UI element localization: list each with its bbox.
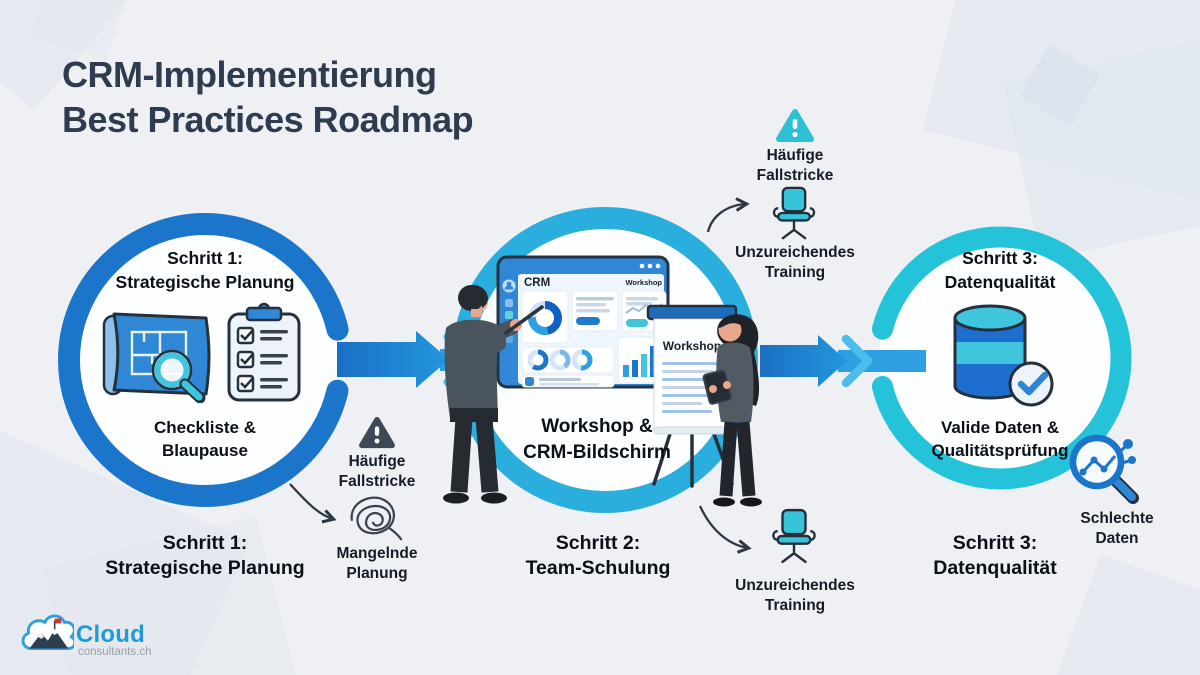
tangle-icon <box>350 496 403 541</box>
step3-label: Schritt 3: Datenqualität <box>933 532 1057 579</box>
cloud-mountain-logo-icon <box>21 614 74 650</box>
warning-triangle-icon <box>776 109 814 142</box>
arrow-to-tangle <box>289 483 333 519</box>
checklist-clipboard-icon <box>227 302 301 402</box>
flow-arrow-2 <box>760 335 847 387</box>
pitfall-training-bottom-caption: Unzureichendes Training <box>735 577 855 614</box>
flow-band-2 <box>838 350 926 372</box>
flow-arrow-1 <box>337 331 449 388</box>
arrow-to-chair-bottom <box>698 505 748 548</box>
magnifier-data-icon <box>1069 434 1139 504</box>
logo-brand: Cloud <box>76 621 145 648</box>
chair-icon <box>772 186 816 240</box>
pitfall-training-top-title: Häufige Fallstricke <box>756 147 834 184</box>
pitfall-bad-data-caption: Schlechte Daten <box>1080 510 1154 547</box>
logo-domain: consultants.ch <box>78 646 152 658</box>
step1-circle-heading: Schritt 1: Strategische Planung <box>115 248 295 292</box>
pitfall-planning-title: Häufige Fallstricke <box>338 453 416 490</box>
step2-label: Schritt 2: Team-Schulung <box>525 532 671 579</box>
pitfall-planning-caption: Mangelnde Planung <box>336 545 418 582</box>
step3-circle-heading: Schritt 3: Datenqualität <box>944 248 1056 292</box>
pitfall-training-top-caption: Unzureichendes Training <box>735 244 855 281</box>
step1-label: Schritt 1: Strategische Planung <box>105 532 305 579</box>
database-check-icon <box>953 304 1054 407</box>
trainee-woman <box>702 314 762 507</box>
flipchart-title: Workshop <box>663 339 721 353</box>
crm-app-label: CRM <box>524 277 550 289</box>
page-title: CRM-Implementierung Best Practices Roadm… <box>62 52 474 142</box>
step2-circle-caption: Workshop & CRM-Bildschirm <box>523 416 671 463</box>
presenter-man <box>443 284 544 504</box>
page-title-line2: Best Practices Roadmap <box>62 99 474 140</box>
step3-circle-caption: Valide Daten & Qualitätsprüfung <box>931 418 1069 460</box>
step1-circle-caption: Checkliste & Blaupause <box>153 418 257 460</box>
page-title-line1: CRM-Implementierung <box>62 54 437 95</box>
chair-icon <box>772 508 816 564</box>
blueprint-magnifier-icon <box>102 312 211 403</box>
crm-screen-tab-label: Workshop <box>625 278 662 287</box>
arrow-to-chair-top <box>706 204 746 233</box>
flow-chevron-2 <box>841 334 873 388</box>
warning-triangle-icon <box>359 416 395 449</box>
